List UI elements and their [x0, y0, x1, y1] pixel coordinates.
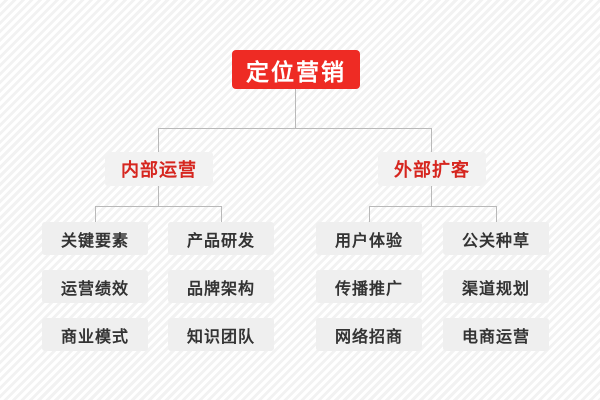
- connector-root-stem: [295, 89, 296, 128]
- connector-right-col1-drop: [369, 206, 370, 222]
- connector-left-branch-bar: [95, 206, 222, 207]
- leaf-node[interactable]: 渠道规划: [443, 270, 549, 303]
- connector-right-branch-bar: [369, 206, 496, 207]
- connector-left-col1-drop: [95, 206, 96, 222]
- leaf-node[interactable]: 运营绩效: [42, 270, 148, 303]
- connector-branch-left-drop: [158, 128, 159, 152]
- connector-branch-right-drop: [431, 128, 432, 152]
- connector-root-bar: [158, 128, 432, 129]
- connector-left-col2-drop: [221, 206, 222, 222]
- branch-node-internal-operations[interactable]: 内部运营: [105, 152, 213, 186]
- connector-right-branch-stem: [431, 186, 432, 206]
- leaf-node[interactable]: 关键要素: [42, 222, 148, 255]
- leaf-node[interactable]: 传播推广: [316, 270, 422, 303]
- branch-node-external-expansion[interactable]: 外部扩客: [378, 152, 486, 186]
- leaf-node[interactable]: 网络招商: [316, 318, 422, 351]
- leaf-node[interactable]: 品牌架构: [168, 270, 274, 303]
- leaf-node[interactable]: 用户体验: [316, 222, 422, 255]
- leaf-node[interactable]: 公关种草: [443, 222, 549, 255]
- connector-left-branch-stem: [158, 186, 159, 206]
- leaf-node[interactable]: 电商运营: [443, 318, 549, 351]
- leaf-node[interactable]: 商业模式: [42, 318, 148, 351]
- leaf-node[interactable]: 知识团队: [168, 318, 274, 351]
- connector-right-col2-drop: [496, 206, 497, 222]
- root-node[interactable]: 定位营销: [232, 50, 360, 89]
- leaf-node[interactable]: 产品研发: [168, 222, 274, 255]
